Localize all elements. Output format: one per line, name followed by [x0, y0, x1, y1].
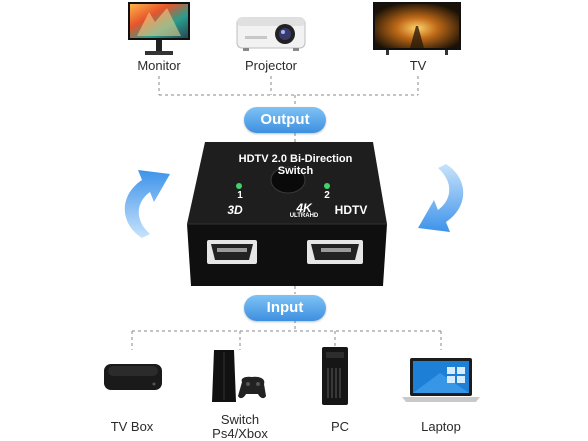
tv-box-icon: [102, 360, 164, 394]
port-1-indicator: 1: [237, 190, 243, 201]
input-flow-arrow-icon: [124, 170, 170, 238]
laptop-icon: [400, 357, 482, 403]
game-console-icon: [210, 348, 270, 404]
badge-hdtv: HDTV: [334, 203, 368, 217]
tv-icon: [372, 2, 462, 56]
port-2-indicator: 2: [324, 190, 330, 201]
projector-icon: [235, 12, 307, 52]
badge-3d: 3D: [227, 203, 243, 217]
output-flow-arrow-icon: [418, 164, 464, 232]
input-device-label-switch: Switch: [220, 412, 260, 427]
switch-title-line2: Switch: [277, 165, 314, 177]
switch-title-line1: HDTV 2.0 Bi-Direction: [238, 153, 353, 165]
input-device-label-tv-box: TV Box: [110, 419, 154, 434]
output-device-label-tv: TV: [409, 58, 427, 73]
input-label-pill: Input: [244, 295, 326, 321]
input-device-label-laptop: Laptop: [421, 419, 461, 434]
monitor-icon: [127, 2, 191, 56]
badge-ultrahd: ULTRAHD: [289, 213, 319, 219]
input-device-label-pc: PC: [330, 419, 350, 434]
output-device-label-projector: Projector: [244, 58, 298, 73]
input-device-label-ps4-xbox: Ps4/Xbox: [212, 426, 268, 441]
badge-4k: 4K: [296, 201, 312, 215]
output-label-pill: Output: [244, 107, 326, 133]
hdmi-switch-device: [183, 140, 408, 290]
pc-tower-icon: [318, 346, 352, 406]
output-device-label-monitor: Monitor: [137, 58, 181, 73]
